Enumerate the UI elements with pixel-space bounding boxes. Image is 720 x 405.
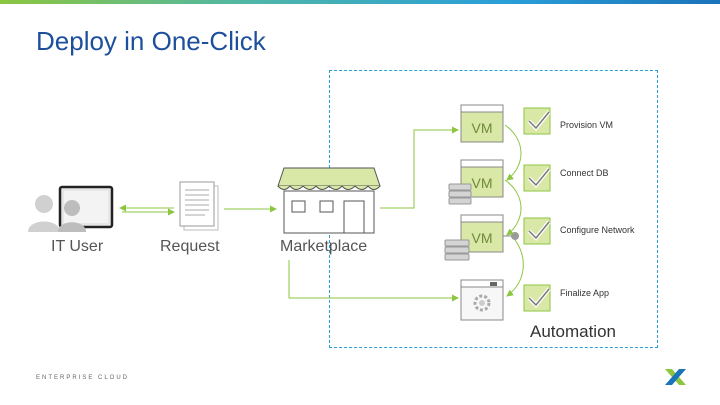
top-gradient-bar bbox=[0, 0, 720, 4]
network-node-icon bbox=[503, 232, 519, 240]
marketplace-finalize-connector bbox=[288, 260, 459, 302]
automation-label: Automation bbox=[530, 322, 616, 341]
step-label-configure-network: Configure Network bbox=[560, 225, 635, 235]
user-laptop-icon bbox=[28, 185, 114, 232]
brand-logo-icon bbox=[665, 369, 686, 385]
app-settings-window-icon bbox=[460, 279, 504, 321]
marketplace-automation-connector bbox=[380, 126, 459, 209]
storefront-icon bbox=[277, 167, 381, 234]
checkbox-checked-icon bbox=[523, 164, 551, 192]
vm-window-icon: VM bbox=[460, 104, 504, 143]
vm-label: VM bbox=[472, 175, 493, 191]
footer-tagline: ENTERPRISE CLOUD bbox=[36, 375, 130, 381]
vm-label: VM bbox=[472, 120, 493, 136]
user-request-connector bbox=[119, 204, 175, 216]
node-label-it-user: IT User bbox=[51, 238, 104, 255]
slide-title: Deploy in One-Click bbox=[36, 26, 266, 56]
document-icon bbox=[179, 181, 219, 231]
node-label-request: Request bbox=[160, 238, 220, 255]
step-label-finalize-app: Finalize App bbox=[560, 288, 610, 298]
automation-flow-arrows bbox=[504, 124, 524, 297]
step-label-provision-vm: Provision VM bbox=[560, 120, 614, 130]
checkbox-checked-icon bbox=[523, 107, 551, 135]
checkbox-checked-icon bbox=[523, 284, 551, 312]
node-label-marketplace: Marketplace bbox=[280, 238, 368, 255]
checkbox-checked-icon bbox=[523, 217, 551, 245]
database-server-icon bbox=[444, 239, 470, 261]
vm-label: VM bbox=[472, 230, 493, 246]
step-label-connect-db: Connect DB bbox=[560, 168, 609, 178]
database-server-icon bbox=[448, 183, 472, 205]
